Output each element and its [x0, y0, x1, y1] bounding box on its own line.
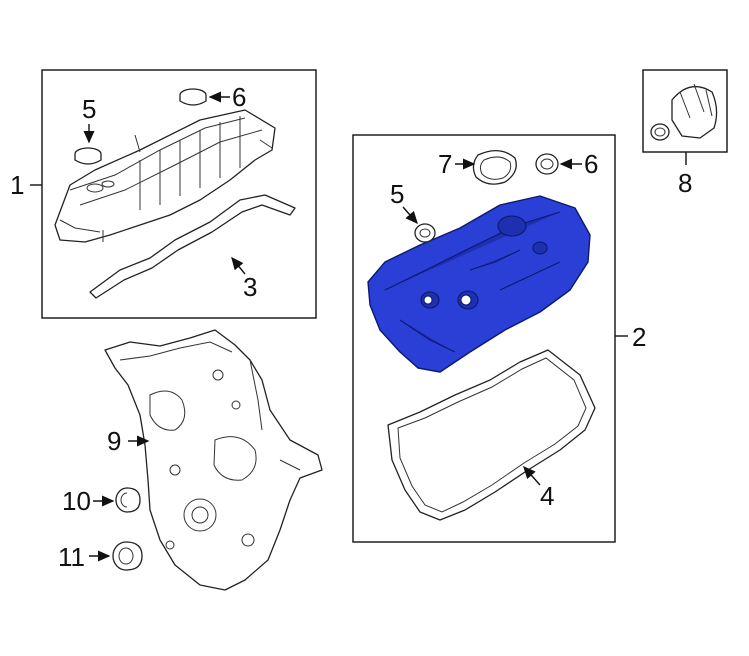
callout-1: 1 — [10, 170, 24, 200]
callout-2: 2 — [632, 322, 646, 352]
callout-4: 4 — [540, 481, 554, 511]
callout-5-left: 5 — [82, 94, 96, 124]
callout-6-right: 6 — [584, 149, 598, 179]
gasket-ring-7[interactable] — [472, 150, 517, 185]
callout-7: 7 — [438, 149, 452, 179]
callout-11: 11 — [58, 542, 85, 572]
oil-filler-cap[interactable] — [650, 83, 718, 141]
group-box-1 — [41, 69, 317, 319]
callout-6-left: 6 — [232, 82, 246, 112]
group-box-2 — [352, 134, 616, 543]
right-valve-cover-highlighted[interactable] — [367, 195, 591, 373]
left-seal-6[interactable] — [179, 88, 207, 106]
callout-10: 10 — [62, 486, 91, 516]
left-seal-5[interactable] — [74, 147, 102, 165]
callout-9: 9 — [107, 426, 121, 456]
timing-cover[interactable] — [104, 329, 323, 591]
group-box-8 — [642, 69, 728, 153]
callout-3: 3 — [243, 272, 257, 302]
left-gasket[interactable] — [89, 194, 296, 299]
callout-5-right: 5 — [390, 179, 404, 209]
right-seal-5[interactable] — [414, 223, 436, 243]
right-gasket[interactable] — [387, 349, 596, 521]
seal-10[interactable] — [115, 487, 141, 513]
right-seal-6[interactable] — [535, 153, 559, 175]
callout-8: 8 — [678, 168, 692, 198]
seal-11[interactable] — [112, 541, 143, 571]
left-valve-cover[interactable] — [54, 109, 276, 243]
